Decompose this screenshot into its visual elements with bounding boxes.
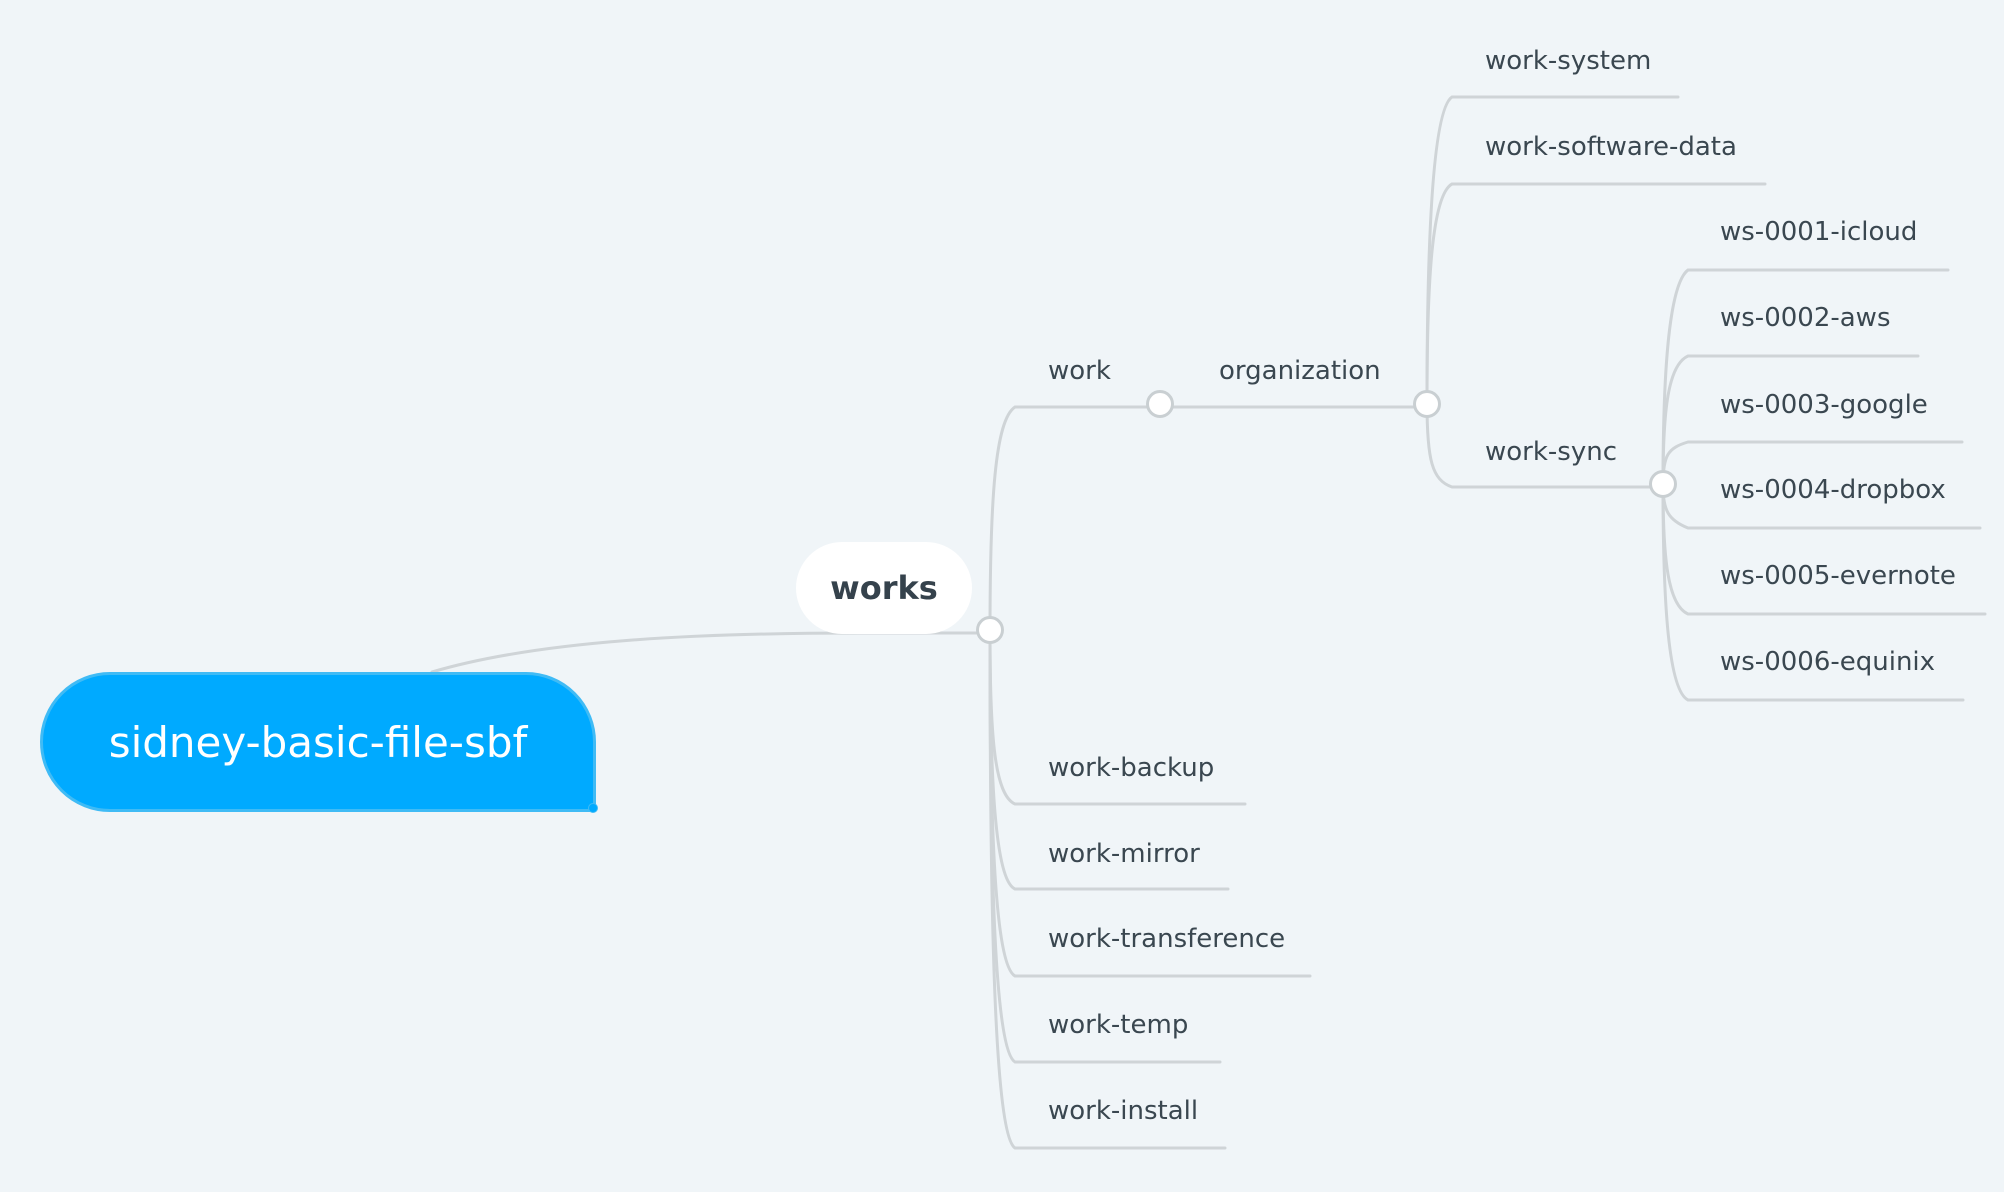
topic-work-temp[interactable]: work-temp: [1048, 1010, 1189, 1040]
topic-work[interactable]: work: [1048, 356, 1111, 386]
main-topic-works[interactable]: works: [796, 542, 972, 634]
topic-work-backup[interactable]: work-backup: [1048, 753, 1215, 783]
topic-ws-0001-icloud[interactable]: ws-0001-icloud: [1720, 217, 1918, 247]
topic-ws-0003-google[interactable]: ws-0003-google: [1720, 390, 1928, 420]
edge-org-work-sync: [1425, 401, 1665, 489]
collapse-toggle-organization[interactable]: [1413, 390, 1441, 418]
edge-root-works: [430, 631, 992, 674]
topic-work-software-data[interactable]: work-software-data: [1485, 132, 1737, 162]
collapse-toggle-work[interactable]: [1146, 390, 1174, 418]
topic-work-mirror[interactable]: work-mirror: [1048, 839, 1200, 869]
topic-ws-0002-aws[interactable]: ws-0002-aws: [1720, 303, 1891, 333]
topic-work-transference[interactable]: work-transference: [1048, 924, 1286, 954]
topic-work-system[interactable]: work-system: [1485, 46, 1652, 76]
topic-ws-0004-dropbox[interactable]: ws-0004-dropbox: [1720, 475, 1946, 505]
topic-organization[interactable]: organization: [1219, 356, 1381, 386]
central-topic-label: sidney-basic-file-sbf: [108, 717, 528, 767]
topic-work-install[interactable]: work-install: [1048, 1096, 1199, 1126]
collapse-toggle-works[interactable]: [976, 616, 1004, 644]
topic-ws-0005-evernote[interactable]: ws-0005-evernote: [1720, 561, 1956, 591]
central-topic-resize-handle[interactable]: [588, 803, 598, 813]
edge-org-work-software-data: [1425, 182, 1767, 405]
topic-work-sync[interactable]: work-sync: [1485, 437, 1618, 467]
edge-works-work-install: [988, 631, 1227, 1150]
edge-works-work: [988, 405, 1149, 635]
edge-sync-ws-0002: [1661, 354, 1920, 487]
central-topic[interactable]: sidney-basic-file-sbf: [40, 672, 596, 812]
collapse-toggle-work-sync[interactable]: [1649, 470, 1677, 498]
main-topic-label: works: [830, 569, 938, 607]
topic-ws-0006-equinix[interactable]: ws-0006-equinix: [1720, 647, 1936, 677]
edge-sync-ws-0006: [1661, 483, 1965, 702]
